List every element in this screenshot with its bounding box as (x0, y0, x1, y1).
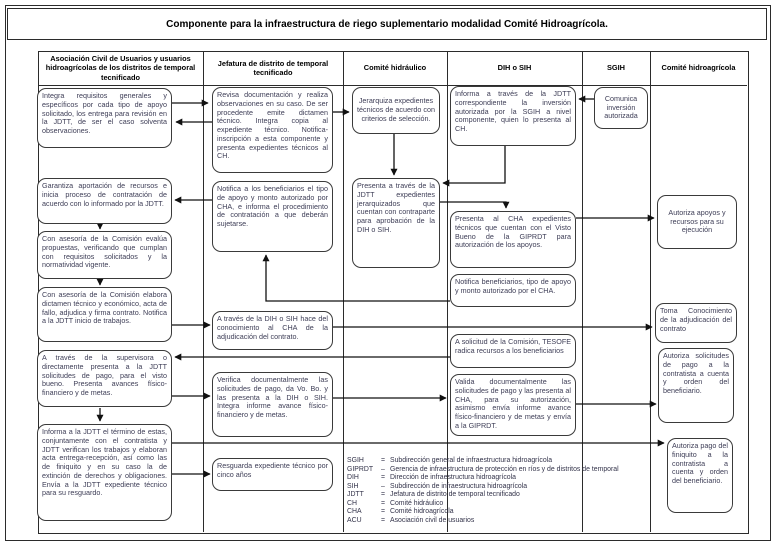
legend-abbr: CHA (347, 508, 362, 516)
legend-definition: Subdirección de infraestructura hidroagr… (390, 482, 528, 490)
legend-definition: Dirección de infraestructura hidroagríco… (390, 474, 517, 482)
process-box: Autoriza apoyos y recursos para su ejecu… (657, 195, 737, 249)
page-title: Componente para la infraestructura de ri… (166, 18, 608, 30)
process-box: Resguarda expediente técnico por cinco a… (212, 458, 333, 491)
legend-sep: = (381, 474, 386, 482)
legend-definition: Gerencia de infraestructura de protecció… (390, 465, 619, 473)
legend-definition: Jefatura de distrito de temporal tecnifi… (390, 491, 520, 499)
legend-sep: = (381, 499, 386, 507)
legend-sep: = (381, 491, 386, 499)
lane-header-cha: Comité hidroagrícola (661, 63, 736, 73)
lane-divider-4 (582, 51, 583, 532)
legend-abbr: SIH (347, 482, 359, 490)
process-box: Presenta al CHA expedientes técnicos que… (450, 211, 576, 268)
process-box: A través de la DIH o SIH hace del conoci… (212, 311, 333, 350)
legend-definition: Subdirección general de infraestructura … (390, 457, 553, 464)
legend-sep: = (381, 457, 386, 464)
legend-definition: Comité hidráulico (390, 499, 444, 507)
process-box: Presenta a través de la JDTT expedientes… (352, 178, 440, 268)
legend-definition: Comité hidroagrícola (390, 508, 454, 516)
process-box: Verifica documentalmente las solicitudes… (212, 372, 333, 437)
legend-row: CH = Comité hidráulico (347, 500, 663, 509)
header-underline (38, 85, 747, 86)
legend-abbr: JDTT (347, 491, 364, 499)
process-box: Autoriza solicitudes de pago a la contra… (658, 348, 734, 423)
lane-divider-2 (343, 51, 344, 532)
process-box: Informa a través de la JDTT correspondie… (450, 86, 576, 146)
lane-header-acu: Asociación Civil de Usuarios y usuarios … (45, 54, 196, 82)
legend-definition: Asociación civil de usuarios (390, 516, 475, 524)
lane-header-ch: Comité hidráulico (363, 63, 427, 73)
process-box: A través de la supervisora o directament… (37, 350, 172, 407)
process-box: Notifica beneficiarios, tipo de apoyo y … (450, 274, 576, 307)
lane-header-jdtt: Jefatura de distrito de temporal tecnifi… (217, 58, 329, 77)
lane-divider-5 (650, 51, 651, 532)
legend-sep: = (381, 508, 386, 516)
legend-sep: = (381, 516, 386, 524)
legend-abbr: GIPRDT (347, 465, 374, 473)
process-box: Notifica a los beneficiarios el tipo de … (212, 181, 333, 252)
legend-abbr: CH (347, 499, 357, 507)
process-box: Valida documentalmente las solicitudes d… (450, 374, 576, 436)
process-box: Garantiza aportación de recursos e inici… (37, 178, 172, 224)
legend-row: SGIH = Subdirección general de infraestr… (347, 457, 663, 466)
process-box: Toma Conocimiento de la adjudicación del… (655, 303, 737, 343)
lane-divider-1 (203, 51, 204, 532)
lane-header-dih: DIH o SIH (497, 63, 532, 73)
page-border (5, 5, 771, 541)
legend-row: JDTT = Jefatura de distrito de temporal … (347, 491, 663, 500)
legend-abbr: ACU (347, 516, 362, 524)
legend-abbr: DIH (347, 474, 359, 482)
legend-abbr: SGIH (347, 457, 364, 464)
lane-header-sgih: SGIH (606, 63, 626, 73)
process-box: Con asesoría de la Comisión evalúa propu… (37, 231, 172, 279)
legend-sep: – (381, 465, 385, 473)
process-box: Revisa documentación y realiza observaci… (212, 87, 333, 173)
legend-row: GIPRDT – Gerencia de infraestructura de … (347, 466, 663, 475)
process-box: A solicitud de la Comisión, TESOFE radic… (450, 334, 576, 368)
legend-row: SIH – Subdirección de infraestructura hi… (347, 483, 663, 492)
title-bar: Componente para la infraestructura de ri… (7, 8, 767, 40)
legend-row: CHA = Comité hidroagrícola (347, 508, 663, 517)
process-box: Con asesoría de la Comisión elabora dict… (37, 287, 172, 342)
legend-row: ACU = Asociación civil de usuarios (347, 517, 663, 526)
legend-sep: – (381, 482, 385, 490)
process-box: Jerarquiza expedientes técnicos de acuer… (352, 87, 440, 134)
legend-row: DIH = Dirección de infraestructura hidro… (347, 474, 663, 483)
process-box: Integra requisitos generales y específic… (37, 88, 172, 148)
process-box: Informa a la JDTT el término de estas, c… (37, 424, 172, 521)
process-box: Autoriza pago del finiquito a la contrat… (667, 438, 733, 513)
abbreviation-legend: SGIH = Subdirección general de infraestr… (347, 457, 663, 526)
process-box: Comunica inversión autorizada (594, 87, 648, 129)
